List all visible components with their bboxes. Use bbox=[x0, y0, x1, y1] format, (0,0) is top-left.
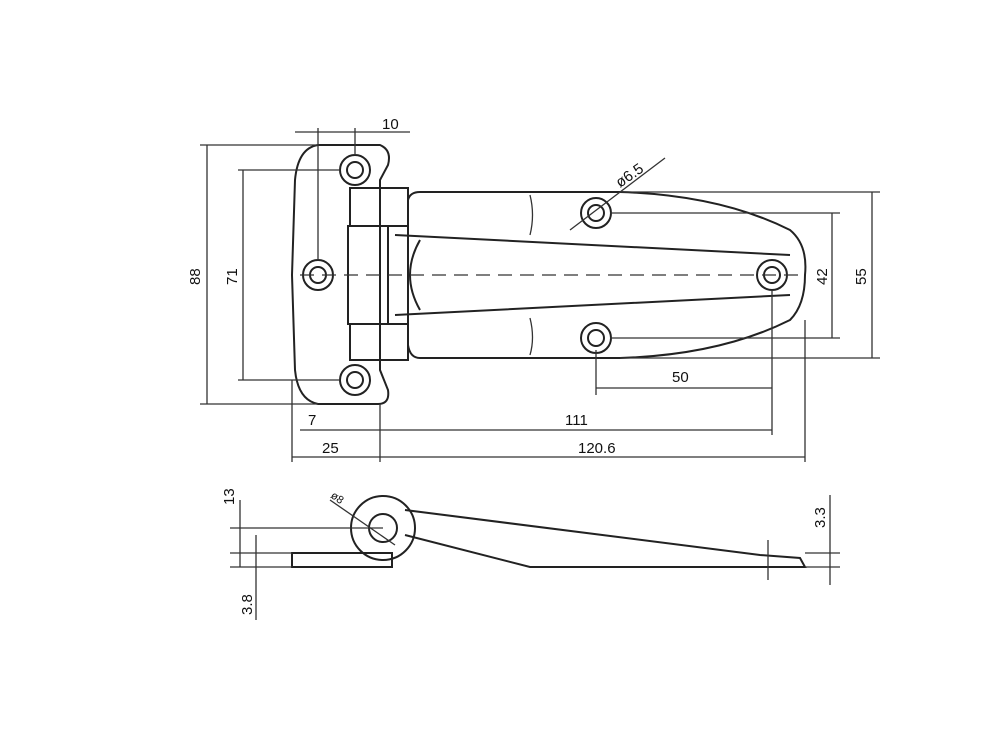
dim-hole-diameter: ø6.5 bbox=[613, 160, 647, 191]
dim-120-6: 120.6 bbox=[578, 440, 616, 457]
dim-42: 42 bbox=[814, 268, 831, 285]
dim-111: 111 bbox=[565, 412, 588, 429]
dim-7: 7 bbox=[308, 412, 316, 429]
dim-pin-diameter: ø8 bbox=[328, 490, 345, 507]
side-view bbox=[230, 495, 840, 620]
dim-13: 13 bbox=[221, 488, 238, 505]
dimension-lines bbox=[200, 128, 880, 462]
hinge-left-plate bbox=[290, 144, 390, 405]
dim-3-3: 3.3 bbox=[812, 507, 829, 528]
dim-55: 55 bbox=[853, 268, 870, 285]
dim-3-8: 3.8 bbox=[239, 594, 256, 615]
dim-71: 71 bbox=[224, 268, 241, 285]
dim-10: 10 bbox=[382, 116, 399, 133]
dim-50: 50 bbox=[672, 369, 689, 386]
dim-88: 88 bbox=[187, 268, 204, 285]
dim-25: 25 bbox=[322, 440, 339, 457]
